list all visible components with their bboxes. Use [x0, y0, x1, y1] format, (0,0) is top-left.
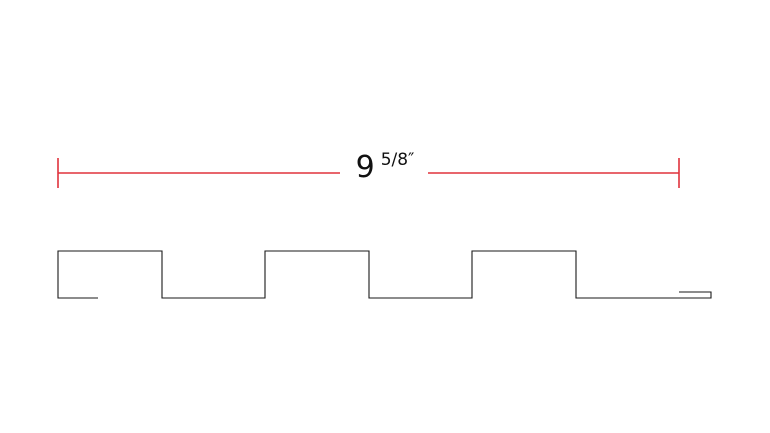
- dimension-whole-number: 9: [355, 150, 375, 185]
- width-dimension: [57, 158, 680, 188]
- dimension-fraction: 5/8″: [380, 150, 415, 170]
- panel-profile-outline: [57, 250, 712, 299]
